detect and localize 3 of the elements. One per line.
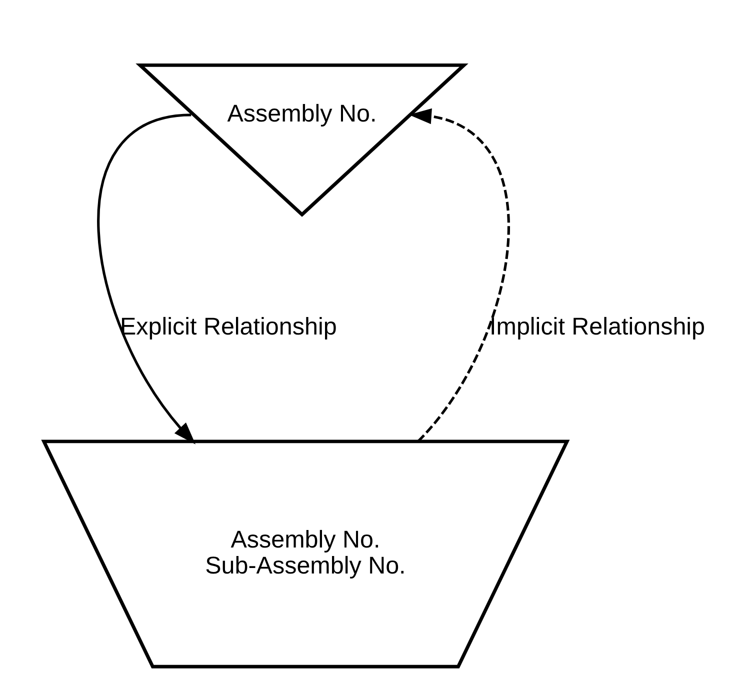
arrow: [96, 114, 196, 444]
edge-label: Implicit Relationship: [489, 313, 705, 340]
edge-label: Explicit Relationship: [119, 313, 336, 340]
